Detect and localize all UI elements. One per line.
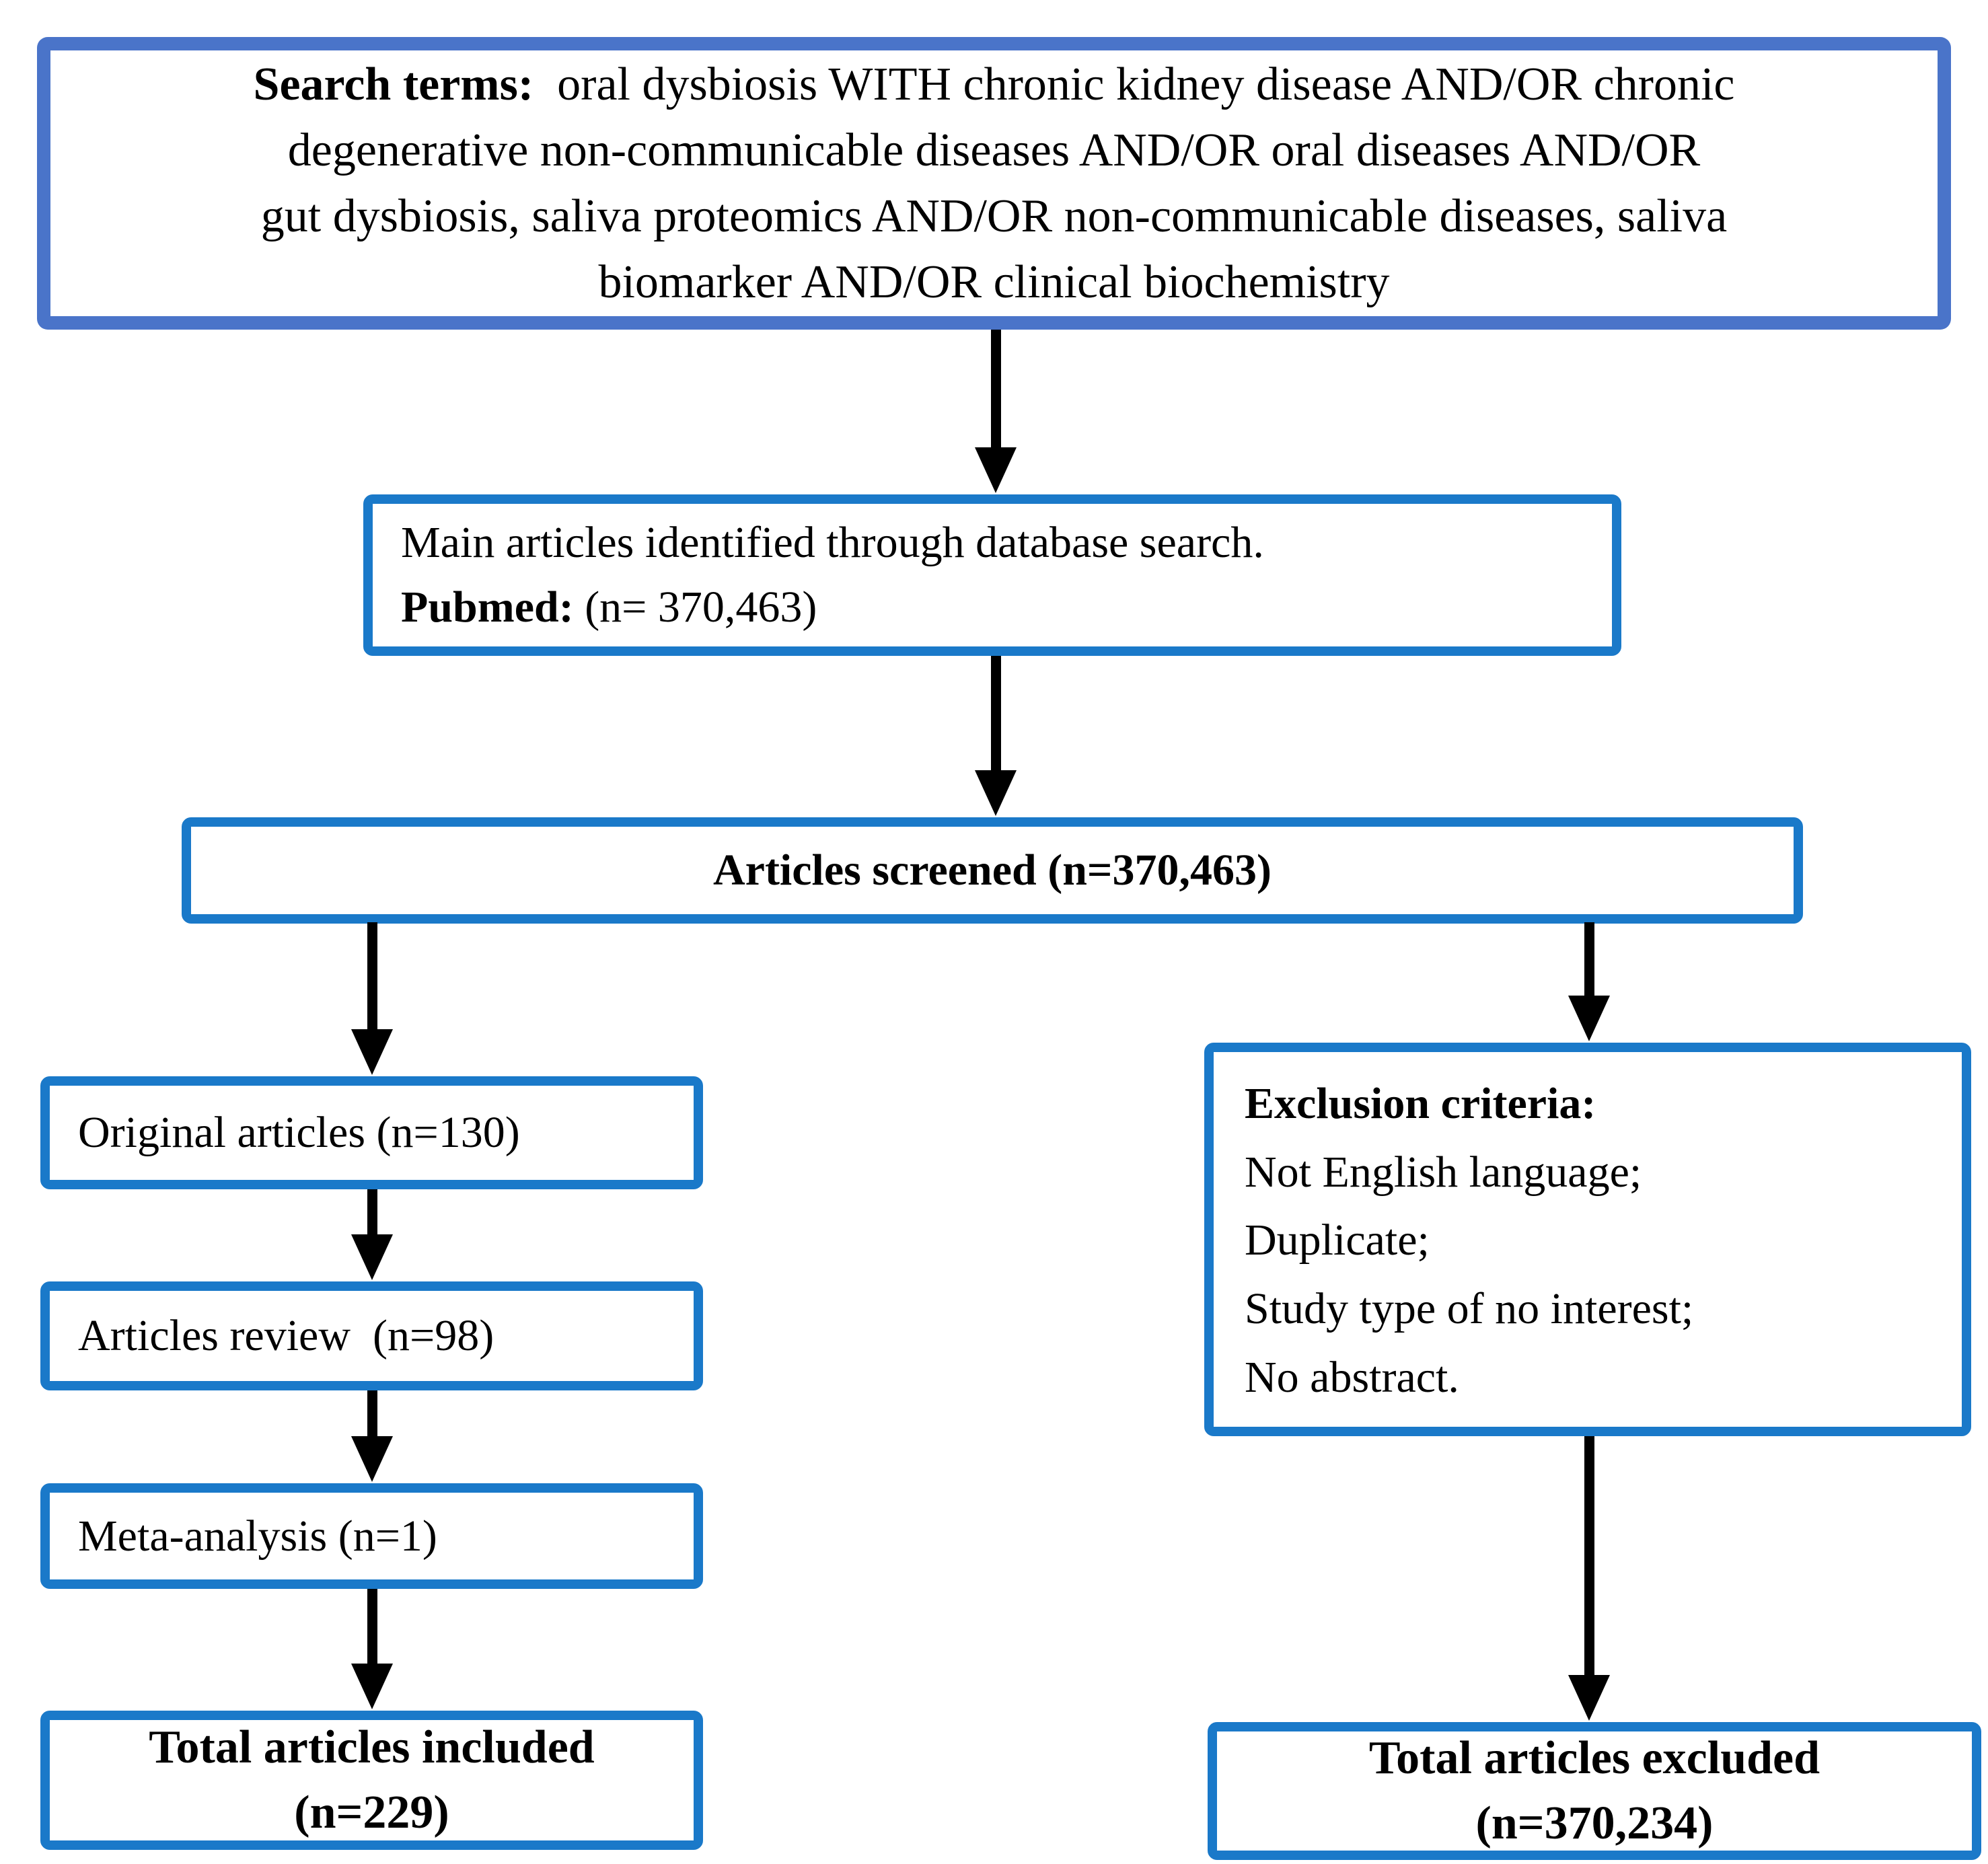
- exclusion-criteria-heading: Exclusion criteria:: [1245, 1079, 1596, 1128]
- articles-review-label: Articles review (n=98): [78, 1311, 494, 1361]
- original-articles-label: Original articles (n=130): [78, 1108, 520, 1158]
- arrow-meta-to-included: [351, 1589, 393, 1709]
- arrow-review-to-meta: [351, 1390, 393, 1482]
- arrow-shaft: [990, 656, 1001, 770]
- search-terms-line-3: gut dysbiosis, saliva proteomics AND/OR …: [260, 190, 1728, 242]
- exclusion-item-1: Not English language;: [1245, 1147, 1642, 1197]
- search-terms-text-1: oral dysbiosis WITH chronic kidney disea…: [533, 58, 1735, 110]
- identified-line-1: Main articles identified through databas…: [401, 518, 1264, 568]
- total-excluded-count: (n=370,234): [1475, 1797, 1714, 1849]
- identified-line-2: Pubmed: (n= 370,463): [401, 575, 1596, 640]
- pubmed-label: Pubmed:: [401, 583, 574, 632]
- arrow-head-icon: [351, 1436, 393, 1482]
- total-included-line-1: Total articles included: [149, 1721, 595, 1773]
- arrow-shaft: [367, 1390, 377, 1436]
- meta-analysis-box: Meta-analysis (n=1): [40, 1483, 703, 1589]
- arrow-head-icon: [1568, 996, 1610, 1041]
- total-included-count: (n=229): [294, 1786, 449, 1838]
- total-included-box: Total articles included (n=229): [40, 1711, 703, 1850]
- arrow-original-to-review: [351, 1189, 393, 1280]
- arrow-screened-to-original: [351, 922, 393, 1075]
- original-articles-box: Original articles (n=130): [40, 1076, 703, 1189]
- arrow-head-icon: [1568, 1675, 1610, 1721]
- arrow-head-icon: [975, 770, 1017, 816]
- arrow-head-icon: [351, 1029, 393, 1075]
- search-terms-label: Search terms:: [253, 58, 534, 110]
- pubmed-count: (n= 370,463): [573, 583, 817, 632]
- arrow-search-to-identified: [975, 330, 1017, 493]
- total-excluded-line-1: Total articles excluded: [1368, 1731, 1820, 1784]
- screened-label: Articles screened (n=370,463): [712, 846, 1272, 895]
- arrow-shaft: [367, 1589, 377, 1664]
- arrow-head-icon: [351, 1664, 393, 1709]
- search-terms-line-1: Search terms: oral dysbiosis WITH chroni…: [85, 52, 1903, 118]
- arrow-shaft: [367, 1189, 377, 1234]
- meta-analysis-label: Meta-analysis (n=1): [78, 1511, 437, 1561]
- exclusion-item-2: Duplicate;: [1245, 1216, 1430, 1265]
- identified-box: Main articles identified through databas…: [363, 494, 1621, 656]
- arrow-shaft: [367, 922, 377, 1029]
- screened-box: Articles screened (n=370,463): [182, 817, 1803, 924]
- total-excluded-box: Total articles excluded (n=370,234): [1208, 1722, 1981, 1860]
- exclusion-item-3: Study type of no interest;: [1245, 1283, 1694, 1333]
- arrow-head-icon: [975, 447, 1017, 493]
- arrow-screened-to-exclusion: [1568, 922, 1610, 1041]
- arrow-shaft: [1584, 1436, 1594, 1675]
- exclusion-item-4: No abstract.: [1245, 1352, 1459, 1402]
- arrow-head-icon: [351, 1234, 393, 1280]
- search-terms-box: Search terms: oral dysbiosis WITH chroni…: [37, 37, 1951, 330]
- arrow-shaft: [1584, 922, 1594, 996]
- articles-review-box: Articles review (n=98): [40, 1281, 703, 1390]
- search-terms-line-4: biomarker AND/OR clinical biochemistry: [598, 256, 1390, 308]
- arrow-shaft: [990, 330, 1001, 447]
- search-terms-line-2: degenerative non-communicable diseases A…: [287, 124, 1701, 176]
- exclusion-criteria-box: Exclusion criteria: Not English language…: [1204, 1043, 1971, 1436]
- arrow-exclusion-to-excluded: [1568, 1436, 1610, 1721]
- arrow-identified-to-screened: [975, 656, 1017, 816]
